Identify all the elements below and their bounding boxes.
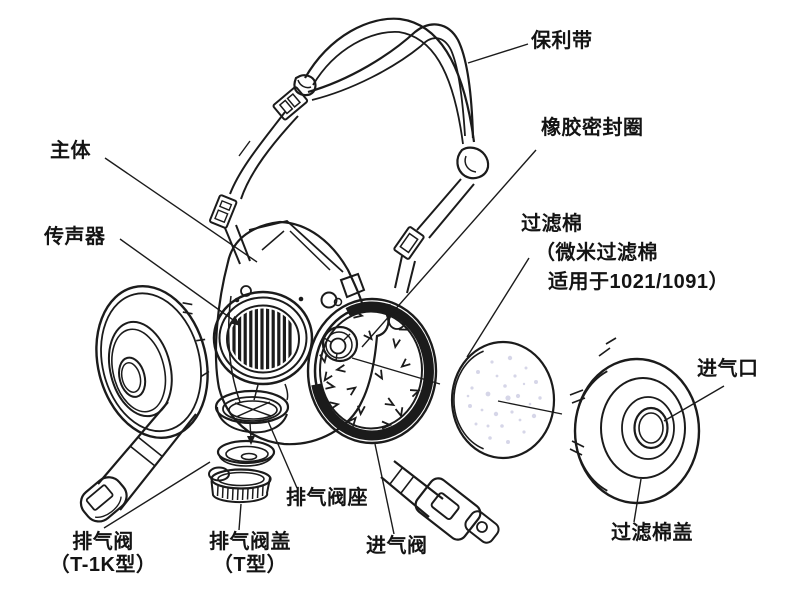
exhaust-valve-drawing xyxy=(216,439,276,467)
leader-intake-valve xyxy=(374,443,395,535)
assembly-arrowhead xyxy=(247,436,255,445)
exhaust-valve-seat-drawing xyxy=(214,389,290,434)
label-rubber-seal-ring: 橡胶密封圈 xyxy=(541,117,644,139)
label-exhaust-valve-name: 排气阀 xyxy=(72,531,134,553)
leader-exhaust-valve xyxy=(103,461,211,529)
exhaust-valve-cover-drawing xyxy=(208,466,272,504)
leader-exhaust-seat xyxy=(267,420,298,489)
label-filter-cotton-line2: （微米过滤棉 xyxy=(535,242,658,264)
upper-left-strap xyxy=(209,86,309,265)
upper-right-strap xyxy=(339,178,475,299)
left-cartridge-drawing xyxy=(95,284,210,440)
label-exhaust-valve-cover-type: （T型） xyxy=(212,554,288,576)
leader-filter-cotton xyxy=(466,257,530,358)
leader-exhaust-cover xyxy=(238,503,242,531)
lower-right-strap xyxy=(380,460,500,544)
label-voice-transmitter: 传声器 xyxy=(44,226,106,248)
headband-drawing xyxy=(209,17,490,299)
filter-cover-drawing xyxy=(569,337,701,505)
leader-filter-cover xyxy=(633,478,642,523)
label-main-body: 主体 xyxy=(50,140,91,162)
leader-voice-transmitter xyxy=(119,238,237,323)
label-filter-cotton-cover: 过滤棉盖 xyxy=(611,522,693,544)
filter-speckle xyxy=(466,355,542,444)
seal-ring-drawing xyxy=(306,297,438,445)
label-exhaust-valve: 排气阀 （T-1K型） xyxy=(38,531,168,577)
leader-air-inlet xyxy=(663,385,725,422)
seal-ring-texture xyxy=(319,302,421,430)
label-headband: 保利带 xyxy=(531,30,593,52)
voice-arrowhead xyxy=(229,315,241,326)
label-exhaust-valve-seat: 排气阀座 xyxy=(286,487,368,509)
label-exhaust-valve-cover: 排气阀盖 （T型） xyxy=(186,531,314,577)
leader-main-body xyxy=(104,157,258,263)
label-filter-cotton: 过滤棉 （微米过滤棉 适用于1021/1091） xyxy=(521,210,729,297)
leader-headband xyxy=(467,43,529,64)
intake-valve-drawing xyxy=(321,325,359,363)
label-intake-valve: 进气阀 xyxy=(366,535,428,557)
assembly-axis-line xyxy=(351,357,563,415)
leader-lines xyxy=(103,43,725,535)
leader-seal-ring xyxy=(361,149,537,348)
voice-transmitter-grill-drawing xyxy=(212,290,314,386)
label-exhaust-valve-type: （T-1K型） xyxy=(49,554,157,576)
label-filter-cotton-line1: 过滤棉 xyxy=(521,213,583,235)
lower-left-strap xyxy=(79,401,197,523)
filter-cotton-drawing xyxy=(450,340,556,460)
label-filter-cotton-line3: 适用于1021/1091） xyxy=(548,271,730,293)
label-exhaust-valve-cover-name: 排气阀盖 xyxy=(209,531,291,553)
label-air-inlet: 进气口 xyxy=(697,358,759,380)
